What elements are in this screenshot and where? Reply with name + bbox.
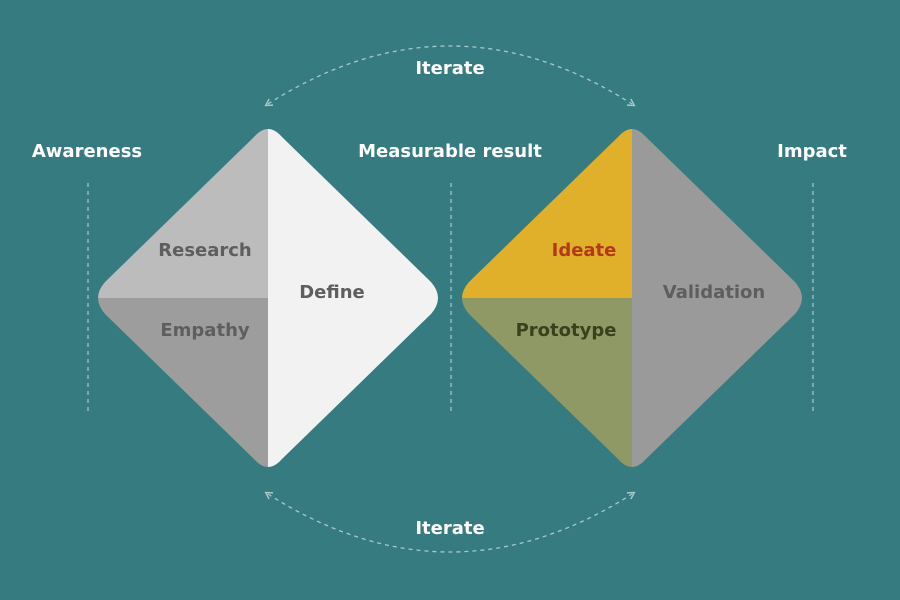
validation-label: Validation	[662, 282, 766, 303]
prototype-label: Prototype	[515, 320, 617, 341]
iterate-bottom-arc	[264, 491, 636, 553]
iterate-top-label: Iterate	[415, 58, 485, 79]
define-label: Define	[299, 282, 365, 303]
awareness-label: Awareness	[31, 141, 143, 162]
empathy-label: Empathy	[160, 320, 250, 341]
iterate-top-arc	[264, 45, 636, 107]
impact-label: Impact	[777, 141, 847, 162]
measurable-result-label: Measurable result	[358, 141, 542, 162]
left-diamond	[98, 129, 438, 467]
iterate-bottom-label: Iterate	[415, 518, 485, 539]
research-label: Research	[158, 240, 252, 261]
ideate-label: Ideate	[551, 240, 617, 261]
